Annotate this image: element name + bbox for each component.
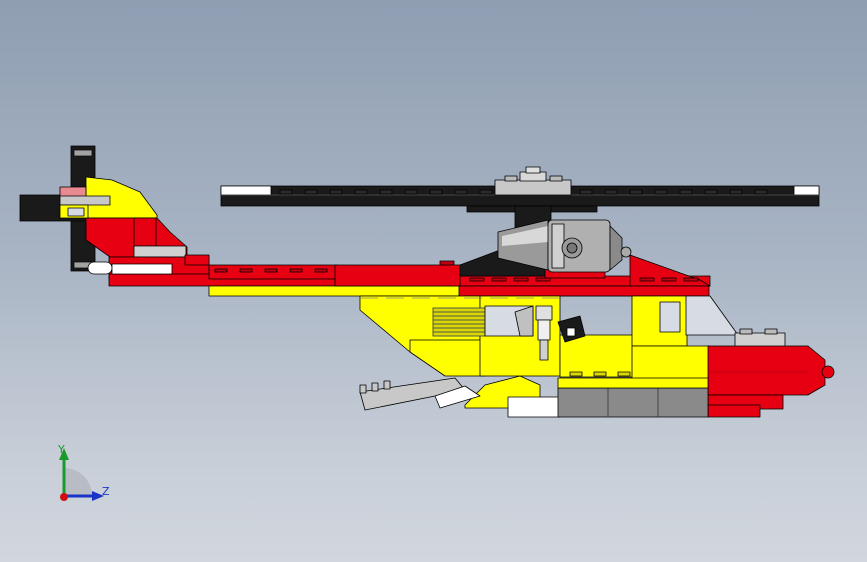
main-rotor [220,166,820,237]
tail-fin [59,176,188,258]
engine [497,219,632,273]
main-fuselage [359,295,711,409]
pilot-figure [535,305,586,361]
y-axis-label: Y [58,443,65,456]
coordinate-triad [59,448,104,501]
landing-skids [359,377,709,418]
triad-quadrant [64,468,92,496]
z-axis-label: Z [102,485,110,498]
origin-dot [60,493,68,501]
cockpit-nose [685,295,835,418]
